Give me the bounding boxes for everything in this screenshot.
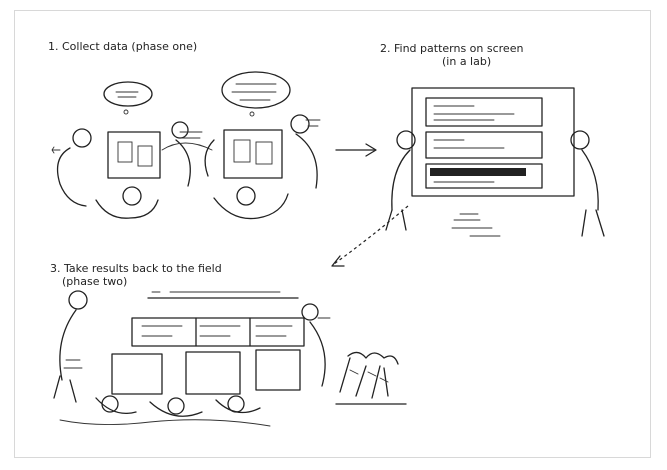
connector-scene-1 (162, 143, 212, 150)
person-right-1 (214, 194, 288, 219)
person-left-1 (58, 148, 86, 206)
arrow-step2-to-step3 (334, 206, 408, 264)
person-field-5 (310, 322, 325, 386)
scene-3-field-results (54, 291, 406, 426)
person-left-3 (176, 140, 190, 186)
head-right-2 (291, 115, 309, 133)
person-field-1 (60, 310, 76, 380)
lab-notes-scribble (452, 220, 500, 236)
device-left-a (118, 142, 132, 162)
screen-card-2 (426, 132, 542, 158)
head-right-1 (237, 187, 255, 205)
head-left-3 (172, 122, 188, 138)
field-table-right (256, 350, 300, 390)
ground-line (60, 420, 270, 426)
scene-2-lab-analysis (386, 88, 604, 236)
device-right-b (256, 142, 272, 164)
results-board (132, 318, 304, 346)
field-table-middle (186, 352, 240, 394)
head-field-1 (69, 291, 87, 309)
person-field-4 (216, 400, 260, 413)
head-field-5 (302, 304, 318, 320)
thought-bubble-right (222, 72, 290, 108)
screen-card-1 (426, 98, 542, 126)
arrowhead-step2-to-step3 (332, 256, 344, 266)
field-table-left (112, 354, 162, 394)
thought-bubble-left-scribble (116, 92, 138, 97)
head-left-1 (73, 129, 91, 147)
device-right-a (234, 140, 250, 162)
person-right-2 (296, 134, 317, 188)
head-left-2 (123, 187, 141, 205)
large-screen (412, 88, 574, 196)
plant (348, 352, 398, 364)
device-left-b (138, 146, 152, 166)
person-lab-left (392, 150, 410, 210)
thought-bubble-right-scribble (232, 84, 276, 100)
thought-bubble-left (104, 82, 152, 106)
table-right (224, 130, 282, 178)
person-right-3 (205, 140, 214, 176)
person-lab-right (582, 150, 598, 210)
scene-1-field-observation (52, 72, 320, 219)
screen-card-3-highlight (430, 168, 526, 176)
